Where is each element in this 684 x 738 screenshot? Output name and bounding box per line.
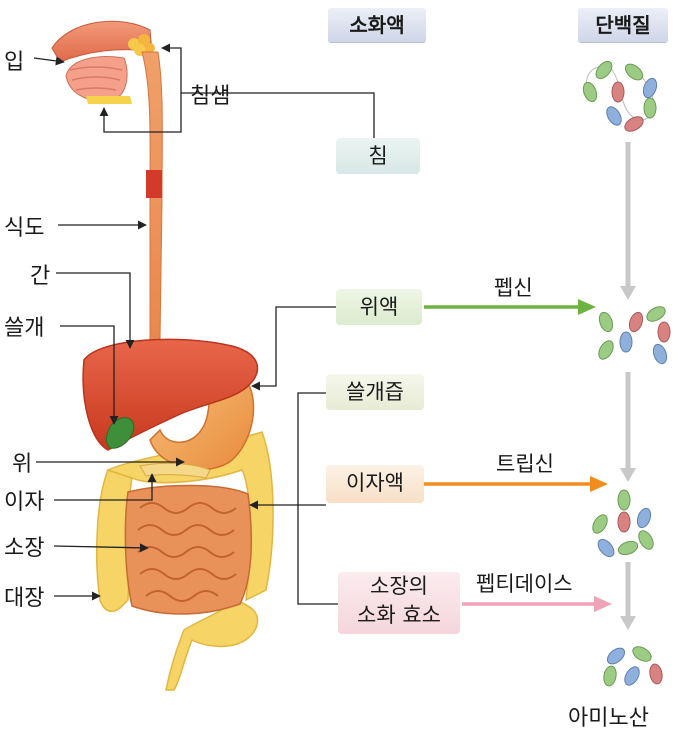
enzyme-trypsin: 트립신 [496, 452, 554, 476]
juice-intestinal-enzymes: 소장의 소화 효소 [338, 572, 460, 634]
organ-leader-lines [33, 43, 375, 605]
label-salivary-gland: 침샘 [190, 84, 231, 109]
juice-intestinal-line2: 소화 효소 [357, 603, 441, 627]
juice-intestinal-line1: 소장의 [370, 574, 428, 598]
small-intestine-drawing [124, 484, 253, 615]
protein-flow-arrows [620, 142, 636, 630]
mouth-drawing [51, 20, 155, 104]
label-liver: 간 [30, 264, 51, 289]
label-amino-acid: 아미노산 [568, 706, 649, 731]
label-gallbladder: 쓸개 [4, 316, 45, 341]
juice-pancreatic: 이자액 [326, 465, 424, 503]
label-mouth: 입 [4, 50, 25, 75]
pancreas-drawing [139, 462, 211, 479]
label-small-intestine: 소장 [4, 536, 45, 561]
enzyme-arrows [424, 299, 612, 612]
label-stomach: 위 [12, 452, 33, 477]
enzyme-peptidase: 펩티데이스 [476, 572, 573, 596]
juice-saliva: 침 [336, 138, 420, 174]
gallbladder-drawing [105, 417, 135, 449]
label-large-intestine: 대장 [4, 586, 45, 611]
amino-acid-beads [603, 646, 663, 687]
header-digestive-juice: 소화액 [328, 8, 426, 42]
header-protein: 단백질 [578, 8, 668, 42]
protein-chain-trypsin [592, 489, 654, 558]
protein-chain-pepsin [598, 306, 671, 365]
juice-bile: 쓸개즙 [326, 374, 424, 410]
enzyme-pepsin: 펩신 [494, 276, 533, 300]
label-pancreas: 이자 [4, 490, 45, 515]
juice-gastric: 위액 [336, 289, 422, 325]
esophagus-sphincter [146, 170, 162, 198]
label-esophagus: 식도 [4, 216, 45, 241]
protein-chain-full [582, 60, 658, 132]
